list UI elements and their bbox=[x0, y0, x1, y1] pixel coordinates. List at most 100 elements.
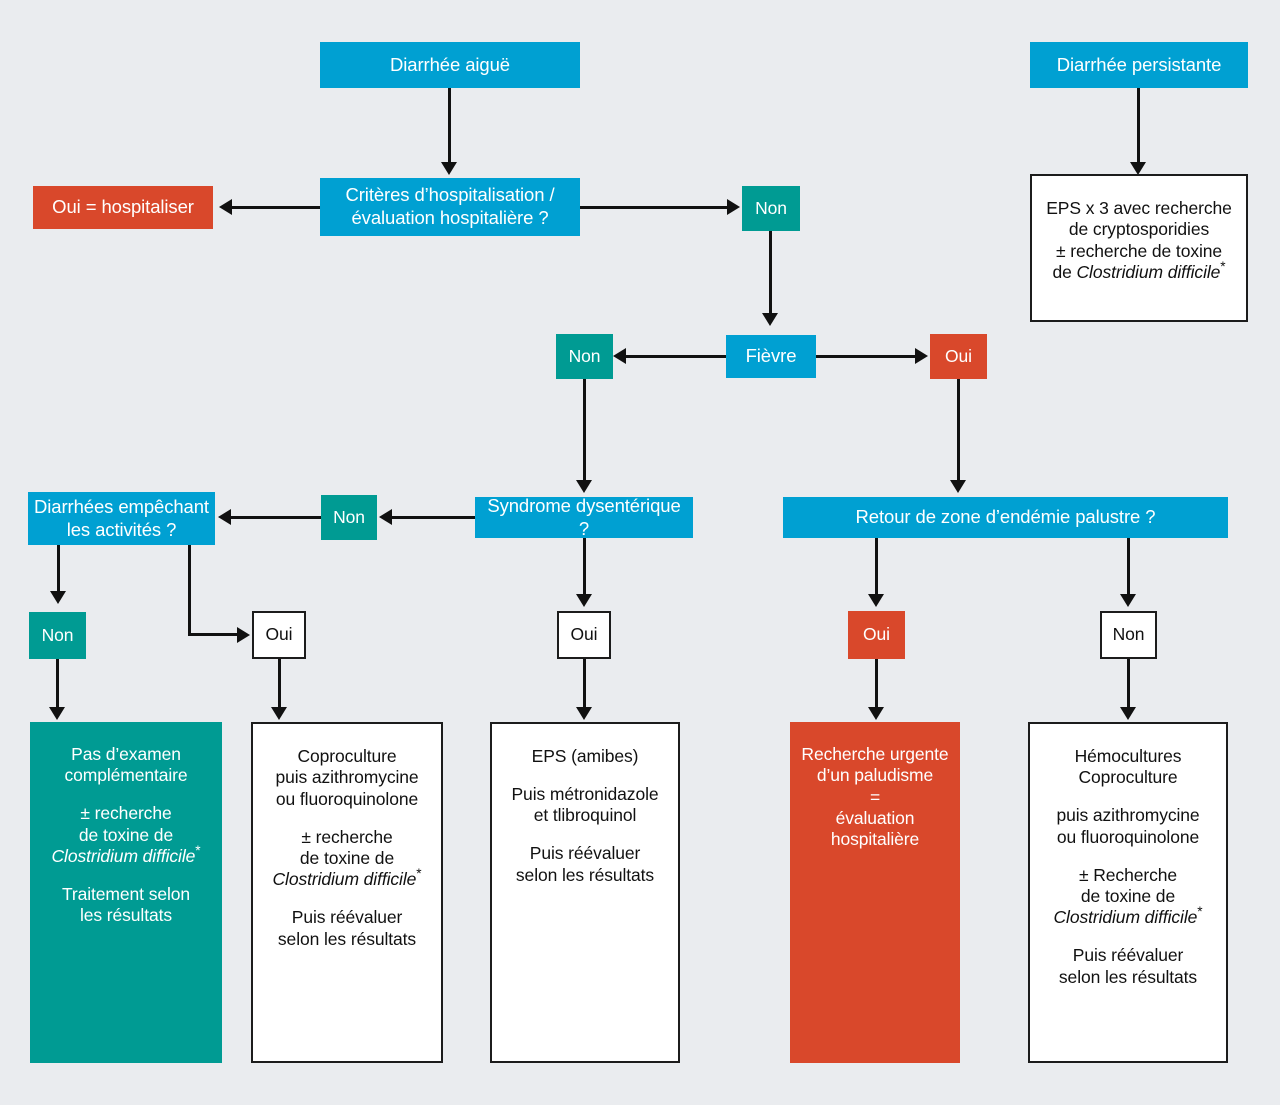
spacer bbox=[36, 787, 216, 804]
pas-examen-line-6: Traitement selon bbox=[61, 883, 191, 904]
connector-persistante-eps bbox=[1137, 88, 1140, 166]
paludisme-line-2: d’un paludisme bbox=[816, 765, 934, 786]
connector-criteres-non bbox=[580, 206, 729, 209]
node-oui-palustre: Oui bbox=[848, 611, 905, 659]
spacer bbox=[1036, 789, 1220, 806]
spacer bbox=[1036, 848, 1220, 865]
coproculture-line-6-italic: Clostridium difficile bbox=[272, 869, 417, 890]
outcome-paludisme: Recherche urgente d’un paludisme = évalu… bbox=[790, 722, 960, 1063]
node-fievre-label: Fièvre bbox=[745, 345, 797, 367]
pas-examen-line-3: ± recherche bbox=[80, 803, 172, 824]
outcome-eps-amibes-text: EPS (amibes) Puis métronidazole et tlibr… bbox=[492, 724, 678, 886]
connector-fievre-non bbox=[626, 355, 726, 358]
node-criteres-hospitalisation: Critères d’hospitalisation / évaluation … bbox=[320, 178, 580, 236]
arrowhead-ouipalustre-outcome bbox=[868, 707, 884, 720]
paludisme-line-3: = bbox=[869, 786, 881, 807]
node-diarrhees-activites-text: Diarrhées empêchant les activités ? bbox=[28, 496, 215, 541]
paludisme-line-4: évaluation bbox=[835, 808, 915, 829]
eps-line-2: de cryptosporidies bbox=[1068, 219, 1210, 240]
node-oui-activites: Oui bbox=[252, 611, 306, 659]
coproculture-line-8: selon les résultats bbox=[277, 928, 417, 949]
connector-ouidysenterie-outcome bbox=[583, 659, 586, 714]
arrowhead-ouidysenterie-outcome bbox=[576, 707, 592, 720]
eps-line-3: ± recherche de toxine bbox=[1055, 240, 1223, 261]
connector-activites-oui-vertical bbox=[188, 545, 191, 636]
eps-amibes-line-2: Puis métronidazole bbox=[511, 783, 659, 804]
node-non-activites-label: Non bbox=[41, 624, 74, 645]
arrowhead-activites-non bbox=[50, 591, 66, 604]
coproculture-line-3: ou fluoroquinolone bbox=[275, 788, 419, 809]
paludisme-line-5: hospitalière bbox=[830, 829, 920, 850]
node-criteres-hospitalisation-text: Critères d’hospitalisation / évaluation … bbox=[320, 184, 580, 229]
arrowhead-nonfievre-syndrome bbox=[576, 480, 592, 493]
hemocultures-line-1: Hémocultures bbox=[1074, 746, 1182, 766]
connector-nonfievre-syndrome bbox=[583, 379, 586, 484]
connector-ouifievre-retour bbox=[957, 379, 960, 484]
outcome-coproculture: Coproculture puis azithromycine ou fluor… bbox=[251, 722, 443, 1063]
node-non-dysenterie-label: Non bbox=[333, 506, 365, 527]
node-non-palustre-label: Non bbox=[1112, 624, 1145, 645]
node-retour-endemie-label: Retour de zone d’endémie palustre ? bbox=[855, 506, 1156, 528]
connector-non-fievre bbox=[769, 231, 772, 317]
connector-syndrome-non bbox=[392, 516, 475, 519]
eps-amibes-line-1: EPS (amibes) bbox=[531, 746, 639, 766]
node-diarrhee-aigue-label: Diarrhée aiguë bbox=[390, 53, 510, 75]
coproculture-line-4: ± recherche bbox=[301, 826, 393, 847]
outcome-pas-examen: Pas d’examen complémentaire ± recherche … bbox=[30, 722, 222, 1063]
eps-line-4-star: * bbox=[1220, 259, 1226, 275]
connector-retour-oui bbox=[875, 538, 878, 598]
connector-retour-non bbox=[1127, 538, 1130, 598]
hemocultures-line-7-star: * bbox=[1197, 904, 1203, 920]
coproculture-line-6-star: * bbox=[416, 866, 422, 882]
node-oui-hospitaliser-label: Oui = hospitaliser bbox=[52, 196, 194, 218]
arrowhead-non-fievre bbox=[762, 313, 778, 326]
arrowhead-aigue-criteres bbox=[441, 162, 457, 175]
node-non-fievre-label: Non bbox=[568, 345, 601, 366]
connector-activites-non bbox=[57, 545, 60, 595]
hemocultures-line-7-italic: Clostridium difficile bbox=[1053, 907, 1198, 928]
node-oui-dysenterie: Oui bbox=[557, 611, 611, 659]
node-oui-fievre: Oui bbox=[930, 334, 987, 379]
eps-amibes-line-3: et tlibroquinol bbox=[533, 805, 637, 826]
pas-examen-line-5-star: * bbox=[195, 843, 201, 859]
eps-amibes-line-5: selon les résultats bbox=[515, 864, 655, 885]
spacer bbox=[259, 891, 435, 908]
pas-examen-line-4: de toxine de bbox=[78, 824, 174, 845]
pas-examen-line-2: complémentaire bbox=[64, 765, 188, 786]
node-non-dysenterie: Non bbox=[321, 495, 377, 540]
node-oui-palustre-label: Oui bbox=[863, 624, 890, 645]
arrowhead-ouifievre-retour bbox=[950, 480, 966, 493]
node-diarrhee-aigue: Diarrhée aiguë bbox=[320, 42, 580, 88]
connector-syndrome-oui bbox=[583, 538, 586, 598]
node-diarrhees-activites: Diarrhées empêchant les activités ? bbox=[28, 492, 215, 545]
spacer bbox=[259, 810, 435, 827]
spacer bbox=[498, 767, 672, 784]
connector-nonpalustre-outcome bbox=[1127, 659, 1130, 714]
arrowhead-activites-oui bbox=[237, 627, 250, 643]
connector-non-activites bbox=[231, 516, 321, 519]
node-non-hospitalisation: Non bbox=[742, 186, 800, 231]
node-retour-endemie: Retour de zone d’endémie palustre ? bbox=[783, 497, 1228, 538]
eps-line-4-italic: Clostridium difficile bbox=[1076, 262, 1221, 283]
criteres-line-1: Critères d’hospitalisation / bbox=[345, 184, 555, 206]
arrowhead-non-activites bbox=[218, 509, 231, 525]
arrowhead-persistante-eps bbox=[1130, 162, 1146, 175]
spacer bbox=[36, 867, 216, 884]
arrowhead-nonpalustre-outcome bbox=[1120, 707, 1136, 720]
arrowhead-criteres-oui bbox=[219, 199, 232, 215]
pas-examen-line-5-italic: Clostridium difficile bbox=[51, 846, 196, 866]
hemocultures-line-6: de toxine de bbox=[1080, 885, 1176, 906]
outcome-eps-amibes: EPS (amibes) Puis métronidazole et tlibr… bbox=[490, 722, 680, 1063]
node-oui-fievre-label: Oui bbox=[945, 345, 972, 366]
hemocultures-line-8: Puis réévaluer bbox=[1072, 945, 1184, 966]
coproculture-line-2: puis azithromycine bbox=[275, 767, 419, 788]
outcome-pas-examen-text: Pas d’examen complémentaire ± recherche … bbox=[30, 722, 222, 927]
hemocultures-line-5: ± Recherche bbox=[1079, 864, 1177, 885]
coproculture-line-7: Puis réévaluer bbox=[291, 907, 403, 928]
paludisme-line-1: Recherche urgente bbox=[801, 744, 949, 764]
connector-ouipalustre-outcome bbox=[875, 659, 878, 714]
spacer bbox=[1036, 929, 1220, 946]
node-syndrome-dysenterique-label: Syndrome dysentérique ? bbox=[487, 494, 681, 539]
hemocultures-line-3: puis azithromycine bbox=[1056, 805, 1200, 826]
node-eps-x3-text: EPS x 3 avec recherche de cryptosporidie… bbox=[1032, 176, 1246, 283]
